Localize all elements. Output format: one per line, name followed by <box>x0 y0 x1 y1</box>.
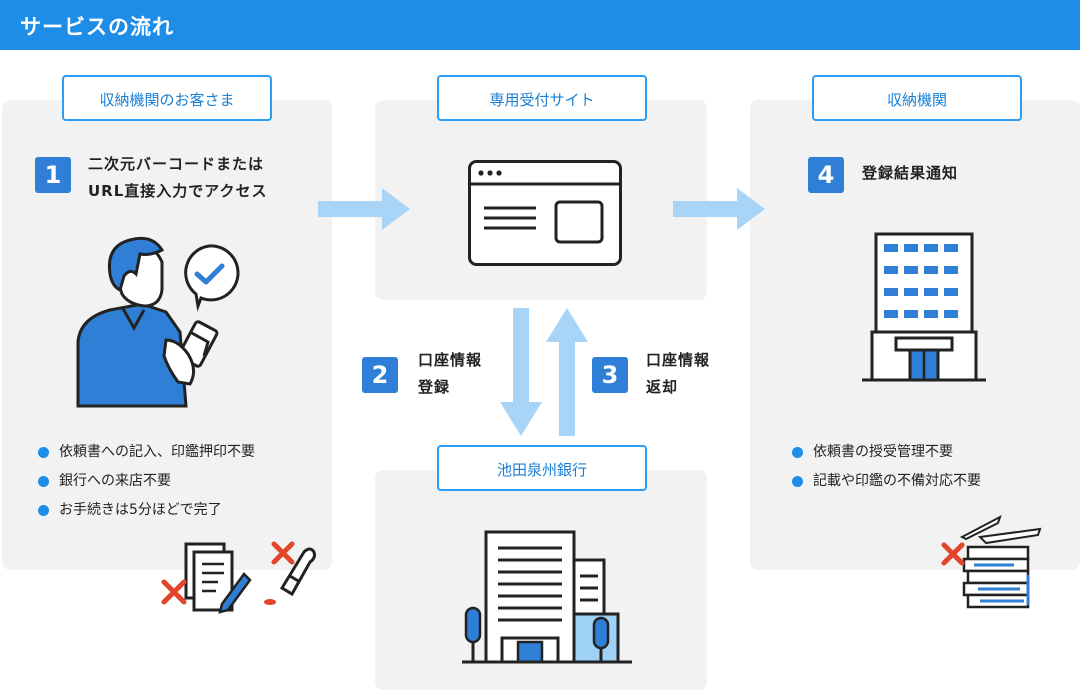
seal-stamp-crossed-icon <box>264 541 316 605</box>
list-item: 銀行への来店不要 <box>38 467 255 496</box>
bullet-dot <box>792 447 803 458</box>
site-tag: 専用受付サイト <box>437 75 647 121</box>
paper-forms-crossed-icon <box>161 542 252 614</box>
browser-window-icon <box>468 160 622 266</box>
step-4-badge: 4 <box>808 157 844 193</box>
bullet-dot <box>38 505 49 516</box>
bank-tag: 池田泉州銀行 <box>437 445 647 491</box>
bullet-dot <box>38 476 49 487</box>
bullet-dot <box>792 476 803 487</box>
check-bubble-icon <box>184 244 240 312</box>
page-title: サービスの流れ <box>20 15 174 39</box>
list-item: 依頼書の授受管理不要 <box>792 438 981 467</box>
arrow-right-icon <box>318 188 410 230</box>
step-3-badge: 3 <box>592 357 628 393</box>
step-1-badge: 1 <box>35 157 71 193</box>
customer-tag: 収納機関のお客さま <box>62 75 272 121</box>
list-item: 記載や印鑑の不備対応不要 <box>792 467 981 496</box>
step-3-text: 口座情報 返却 <box>646 351 711 396</box>
paper-stack-crossed-icon <box>941 514 1042 609</box>
bullet-dot <box>38 447 49 458</box>
step-2-badge: 2 <box>362 357 398 393</box>
header-bar: サービスの流れ <box>0 0 1080 50</box>
institution-benefits: 依頼書の授受管理不要 記載や印鑑の不備対応不要 <box>792 438 981 496</box>
institution-tag: 収納機関 <box>812 75 1022 121</box>
arrow-right-icon <box>673 188 765 230</box>
bank-building-icon <box>462 530 632 664</box>
office-building-icon <box>862 232 986 382</box>
arrow-down-icon <box>500 308 542 436</box>
arrow-up-icon <box>546 308 588 436</box>
customer-benefits: 依頼書への記入、印鑑押印不要 銀行への来店不要 お手続きは5分ほどで完了 <box>38 438 255 525</box>
list-item: お手続きは5分ほどで完了 <box>38 496 255 525</box>
step-4-text: 登録結果通知 <box>862 164 959 182</box>
step-1-text: 二次元バーコードまたは URL直接入力でアクセス <box>88 155 268 200</box>
list-item: 依頼書への記入、印鑑押印不要 <box>38 438 255 467</box>
step-2-text: 口座情報 登録 <box>418 351 483 396</box>
person-with-tablet-icon <box>76 236 219 408</box>
